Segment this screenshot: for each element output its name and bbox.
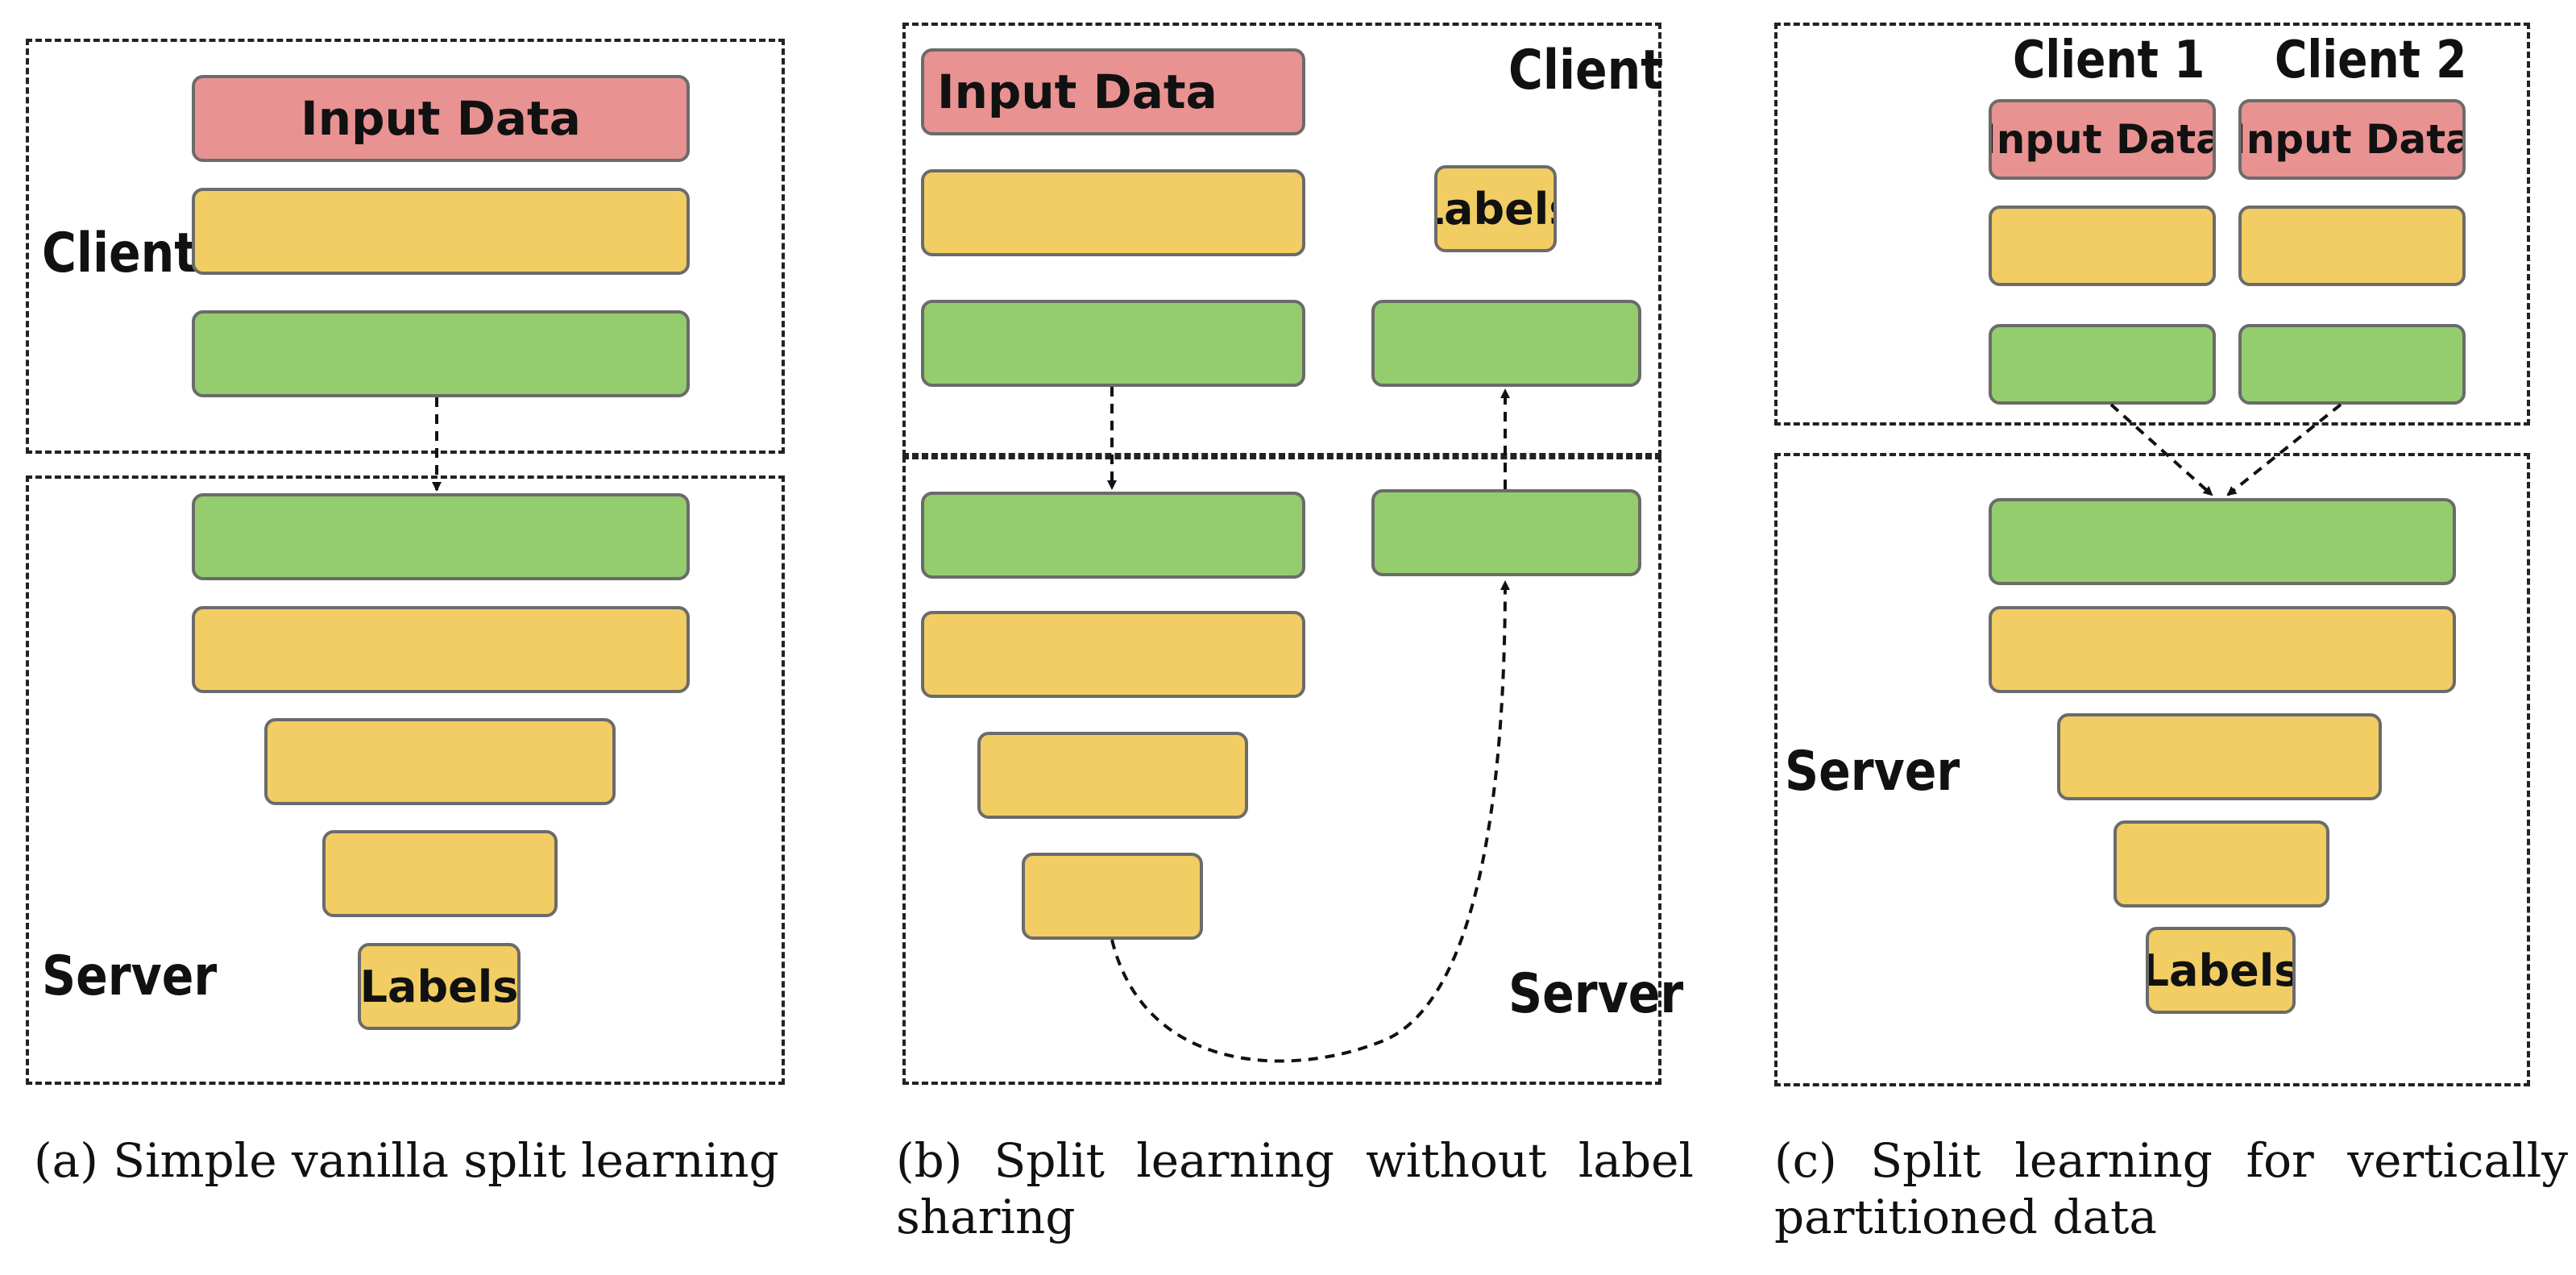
panel-c-client-1-hidden-layer [1989, 206, 2216, 286]
panel-b-server-cut-layer [921, 492, 1305, 579]
panel-a-caption-line: (a) Simple vanilla split learning [34, 1133, 779, 1188]
panel-a-server-hidden-layer-1 [192, 606, 690, 693]
panel-c-client-2-hidden-layer [2238, 206, 2466, 286]
panel-c-client-box [1774, 23, 2530, 426]
panel-a-client-box [26, 39, 785, 454]
panel-b-caption-line-1: (b) Split learning without label [896, 1133, 1694, 1188]
panel-c-client-2-arrow [2226, 403, 2342, 496]
panel-b-client-box [902, 23, 1661, 456]
panel-b-loss-curve-arrow [1110, 580, 1510, 1063]
panel-c-caption-line-1: (c) Split learning for vertically [1774, 1133, 2568, 1188]
panel-a-server-cut-layer [192, 493, 690, 580]
panel-a-server-hidden-layer-3 [322, 830, 558, 917]
panel-c-server-hidden-layer-2 [2057, 713, 2382, 800]
panel-b-server-hidden-layer-2 [977, 732, 1248, 819]
panel-c-client-1-input-data-layer: Input Data [1989, 99, 2216, 180]
panel-c-server-box [1774, 453, 2530, 1086]
panel-c-server-hidden-layer-1 [1989, 606, 2456, 693]
panel-a-client-cut-layer [192, 310, 690, 397]
panel-c-client-1-cut-layer [1989, 324, 2216, 405]
panel-a-server-hidden-layer-2 [264, 718, 616, 805]
panel-b-server-hidden-layer-1 [921, 611, 1305, 698]
panel-c-labels-layer: Labels [2146, 927, 2296, 1014]
panel-c-client-2-cut-layer [2238, 324, 2466, 405]
panel-b-server-hidden-layer-3 [1022, 853, 1203, 940]
panel-c-server-cut-layer [1989, 498, 2456, 585]
panel-b-server-box [902, 456, 1661, 1085]
panel-b-server-label: Server [1508, 962, 1684, 1026]
panel-a-client-label: Client [42, 222, 197, 285]
panel-a-labels-layer: Labels [358, 943, 521, 1030]
panel-b-client-cut-layer [921, 300, 1305, 387]
panel-b-server-output-layer [1371, 489, 1641, 576]
panel-b-client-hidden-layer [921, 169, 1305, 256]
panel-c-client-2-label: Client 2 [2275, 31, 2467, 90]
panel-c-server-label: Server [1785, 740, 1960, 804]
panel-c-server-hidden-layer-3 [2113, 820, 2329, 907]
panel-c-client-1-label: Client 1 [2013, 31, 2205, 90]
panel-b-caption-line-2: sharing [896, 1190, 1076, 1244]
panel-b-caption: (b) Split learning without label sharing [896, 1132, 1694, 1245]
panel-a-server-box [26, 476, 785, 1085]
panel-c-client-2-input-data-layer: Input Data [2238, 99, 2466, 180]
panel-a-server-label: Server [42, 945, 218, 1008]
panel-a-caption: (a) Simple vanilla split learning [34, 1132, 807, 1189]
panel-c-client-1-arrow [2109, 403, 2213, 496]
panel-a-client-hidden-layer [192, 188, 690, 275]
panel-a-input-data-layer: Input Data [192, 75, 690, 162]
panel-c-caption: (c) Split learning for vertically partit… [1774, 1132, 2568, 1245]
panel-b-labels-layer: Labels [1434, 165, 1557, 252]
panel-b-client-label: Client [1508, 39, 1664, 102]
panel-b-input-data-layer: Input Data [921, 48, 1305, 135]
panel-b-client-output-layer [1371, 300, 1641, 387]
panel-c-caption-line-2: partitioned data [1774, 1190, 2157, 1244]
